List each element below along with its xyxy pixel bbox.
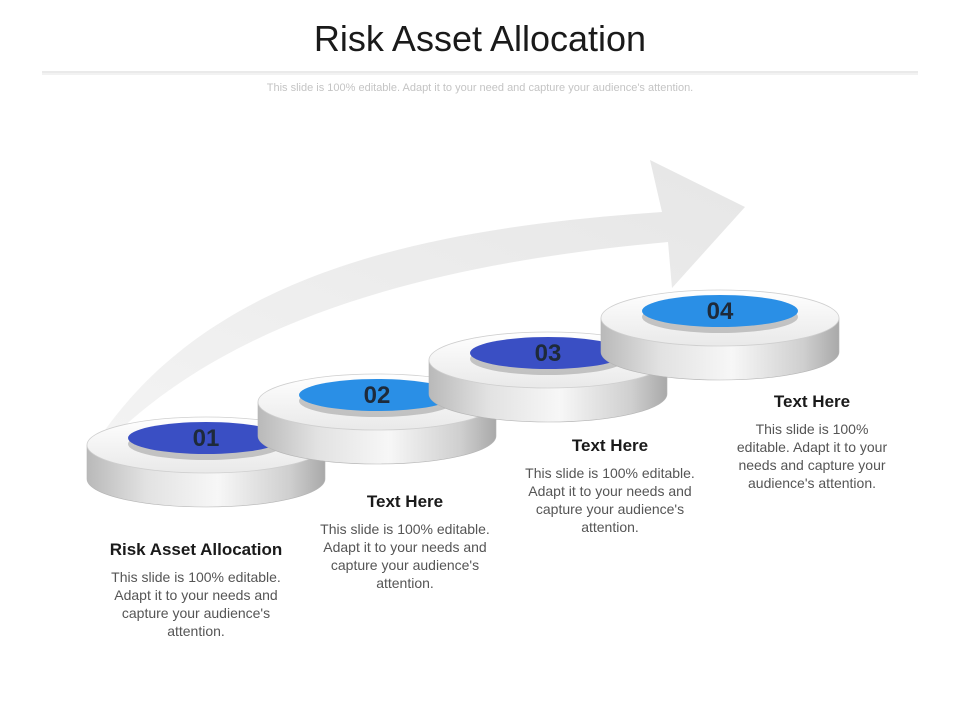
- step-disc-4: 04: [600, 289, 840, 381]
- step-badge: [642, 295, 798, 327]
- step-badge: [470, 337, 626, 369]
- step-description: This slide is 100% editable. Adapt it to…: [111, 569, 281, 639]
- step-heading: Text Here: [366, 492, 444, 511]
- step-number: 04: [707, 298, 734, 325]
- step-badge: [128, 422, 284, 454]
- page-subtitle: This slide is 100% editable. Adapt it to…: [266, 82, 694, 94]
- curved-arrow-icon: [105, 160, 745, 430]
- step-number: 02: [364, 382, 391, 409]
- step-description: This slide is 100% editable. Adapt it to…: [320, 521, 490, 591]
- step-heading: Text Here: [773, 392, 851, 411]
- step-badge: [299, 379, 455, 411]
- step-description: This slide is 100% editable. Adapt it to…: [525, 465, 695, 535]
- title-divider: [42, 71, 918, 75]
- step-heading: Risk Asset Allocation: [109, 540, 283, 559]
- step-disc-2: 02: [257, 373, 497, 465]
- step-disc-1: 01: [86, 416, 326, 508]
- step-heading: Text Here: [571, 436, 649, 455]
- step-number: 01: [193, 425, 220, 452]
- step-number: 03: [535, 340, 562, 367]
- step-description: This slide is 100% editable. Adapt it to…: [736, 421, 888, 491]
- page-title: Risk Asset Allocation: [313, 18, 647, 59]
